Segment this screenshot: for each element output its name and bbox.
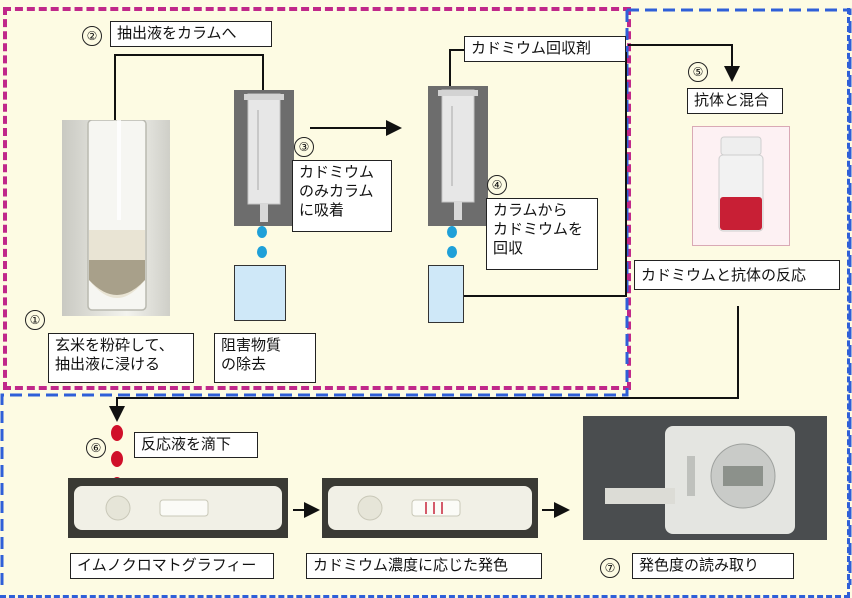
blue-dash-outline bbox=[0, 8, 852, 585]
step3-label: カドミウム のみカラム に吸着 bbox=[292, 160, 392, 232]
beaker-waste bbox=[234, 265, 286, 321]
step2-label: 抽出液をカラムへ bbox=[110, 21, 272, 47]
column-syringe-1 bbox=[234, 90, 294, 226]
step1-label: 玄米を粉砕して、 抽出液に浸ける bbox=[48, 333, 194, 383]
step-number-3: ③ bbox=[294, 137, 314, 157]
arrow-to-antibody bbox=[628, 44, 740, 82]
line-beaker-to-reaction bbox=[462, 52, 627, 297]
step-number-6: ⑥ bbox=[86, 438, 106, 458]
step6-label: 反応液を滴下 bbox=[134, 432, 258, 458]
step-number-4: ④ bbox=[487, 175, 507, 195]
reader-device-photo bbox=[583, 416, 827, 540]
step-number-5: ⑤ bbox=[688, 62, 708, 82]
column-syringe-2 bbox=[428, 86, 488, 226]
colored-strip-photo bbox=[322, 478, 538, 538]
colorization-label: カドミウム濃度に応じた発色 bbox=[306, 553, 542, 579]
recovery-reagent-label: カドミウム回収剤 bbox=[464, 36, 626, 62]
step-number-1: ① bbox=[25, 310, 45, 330]
step-number-7: ⑦ bbox=[600, 558, 620, 578]
step-number-2: ② bbox=[82, 26, 102, 46]
antibody-reaction-label: カドミウムと抗体の反応 bbox=[634, 260, 840, 290]
antibody-vial-photo bbox=[692, 126, 790, 246]
immunochromatography-strip-photo bbox=[68, 478, 288, 538]
rice-extract-tube-photo bbox=[62, 120, 170, 316]
step3-remove-label: 阻害物質 の除去 bbox=[214, 333, 316, 383]
region-purification bbox=[3, 7, 631, 390]
beaker-cadmium bbox=[428, 265, 464, 323]
step4-label: カラムから カドミウムを 回収 bbox=[486, 198, 598, 270]
arrow-reaction-to-drop bbox=[109, 306, 739, 422]
immunochromatography-label: イムノクロマトグラフィー bbox=[70, 553, 274, 579]
step5-label: 抗体と混合 bbox=[687, 88, 783, 114]
step7-label: 発色度の読み取り bbox=[632, 553, 794, 579]
